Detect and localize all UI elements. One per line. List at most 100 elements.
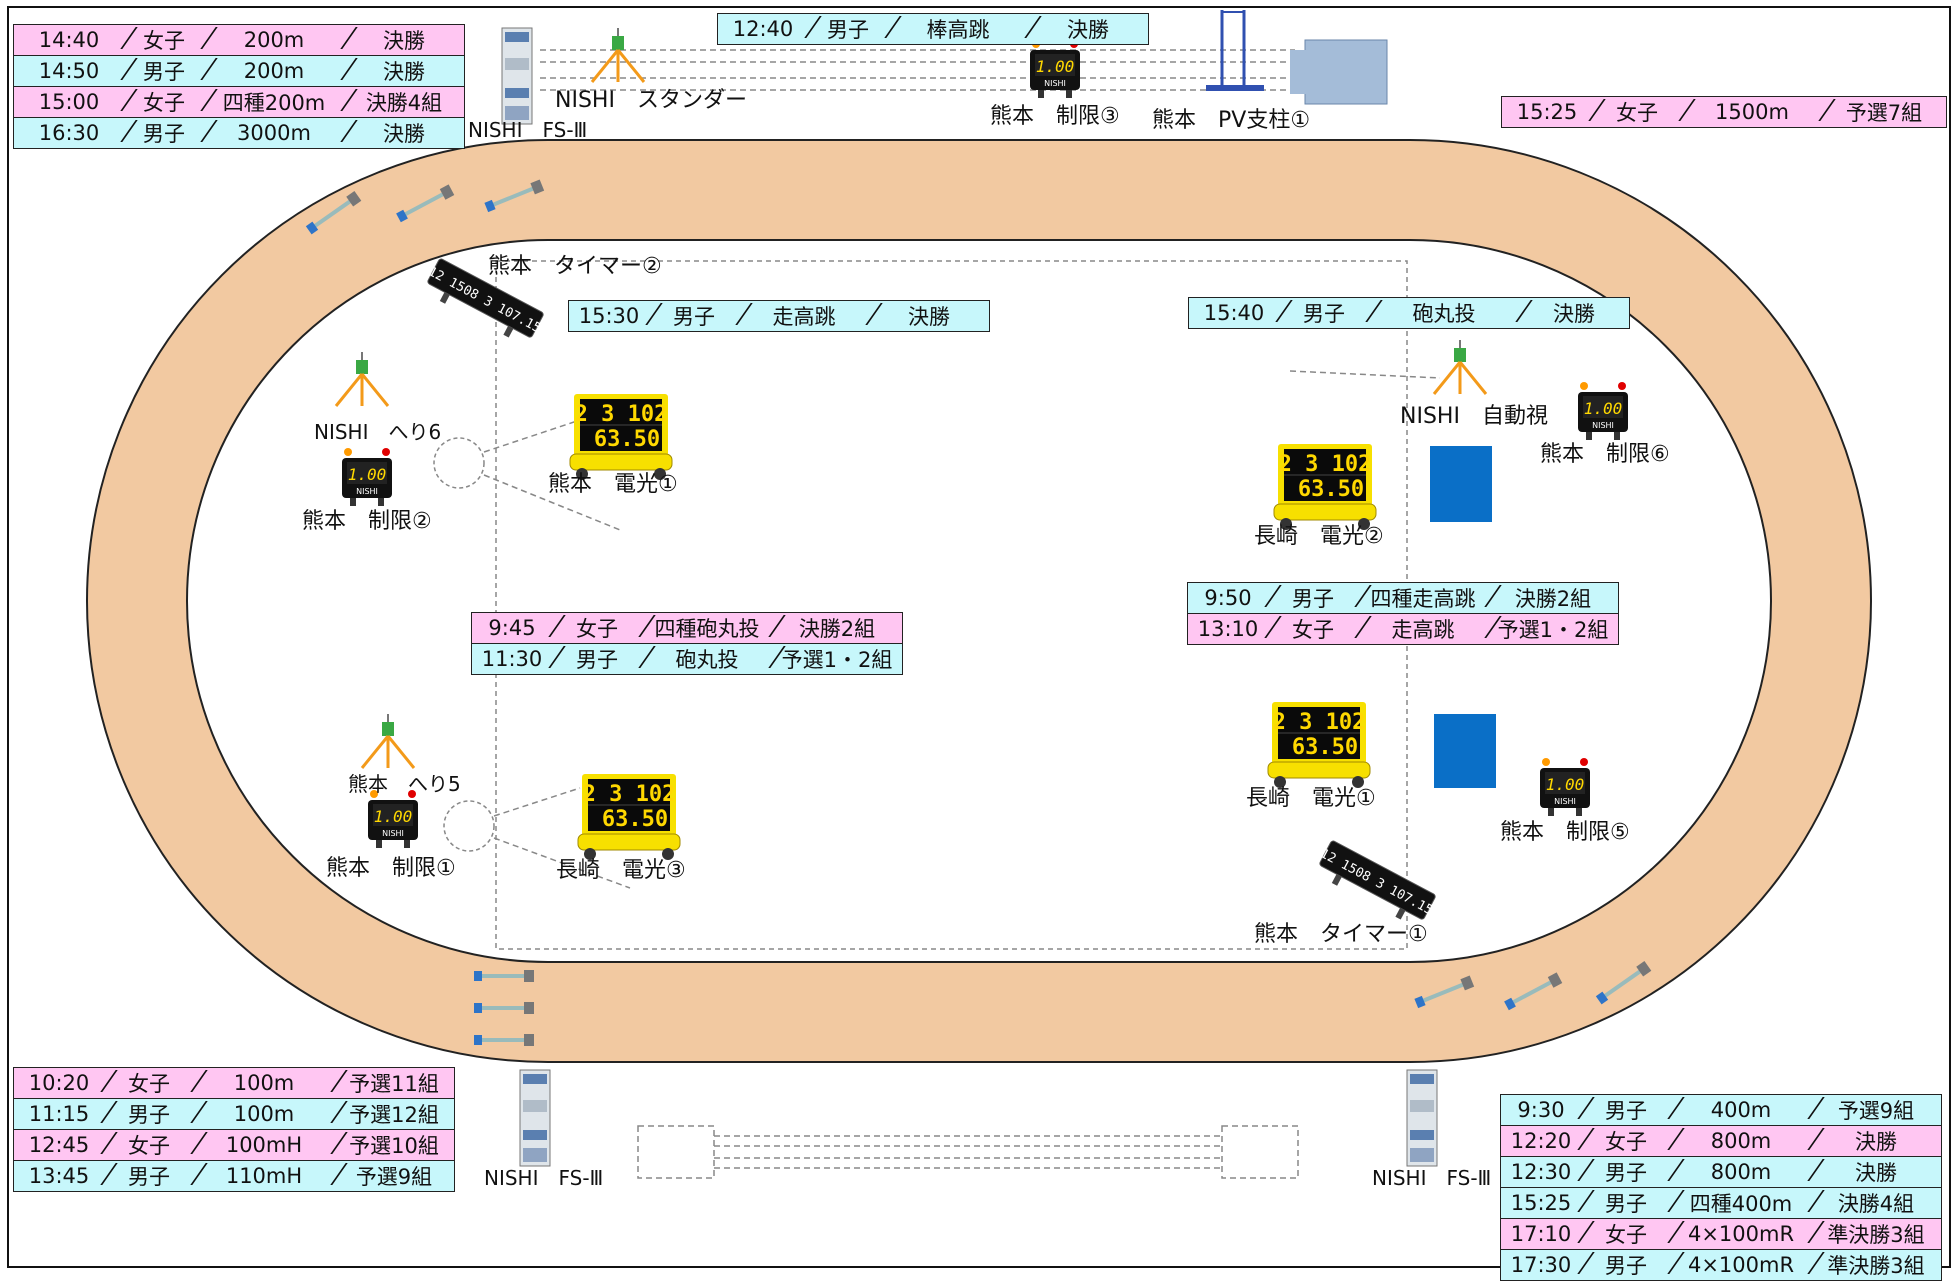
schedule-time: 12:40	[718, 14, 808, 44]
schedule-round: 予選11組	[349, 1072, 439, 1096]
schedule-gender: 女子	[1268, 614, 1358, 644]
landing-mat-icon	[1430, 446, 1492, 522]
schedule-round: 予選12組	[349, 1103, 439, 1127]
limit-display-icon: 1.00 NISHI	[1030, 40, 1080, 98]
schedule-time: 11:15	[14, 1099, 104, 1129]
label-nishi-stander: NISHI スタンダー	[555, 88, 747, 113]
throw-circle-lower	[443, 800, 495, 852]
schedule-round: 予選1・2組	[1497, 618, 1609, 642]
schedule-event: 200m	[204, 25, 344, 55]
scoreboard-line2: 63.50	[1298, 477, 1364, 502]
schedule-time: 12:30	[1501, 1157, 1581, 1187]
schedule-event: 100m	[194, 1068, 334, 1098]
fs3-camera-tower-icon	[519, 1069, 551, 1167]
limit-value: 1.00	[1584, 399, 1623, 418]
limit-value: 1.00	[1036, 57, 1075, 76]
schedule-time: 16:30	[14, 118, 124, 148]
schedule-event: 砲丸投	[1369, 298, 1519, 328]
pole-vault-pit	[1290, 39, 1388, 105]
schedule-time: 13:45	[14, 1161, 104, 1191]
schedule-round: 準決勝3組	[1827, 1223, 1925, 1247]
schedule-event: 100m	[194, 1099, 334, 1129]
diagram-frame	[7, 6, 1951, 1268]
schedule-round: 決勝	[383, 60, 425, 84]
schedule-time: 12:20	[1501, 1126, 1581, 1156]
schedule-time: 14:50	[14, 56, 124, 86]
label-kumamoto-limit6: 熊本 制限⑥	[1540, 442, 1670, 467]
schedule-event: 四種走高跳	[1358, 583, 1488, 613]
limit-display-icon: 1.00 NISHI	[1578, 382, 1628, 440]
schedule-event: 4×100mR	[1671, 1219, 1811, 1249]
schedule-gender: 男子	[1581, 1095, 1671, 1125]
schedule-gender: 女子	[124, 87, 204, 117]
scoreboard-icon: 2 3 102 63.50	[569, 393, 673, 481]
schedule-gender: 男子	[1268, 583, 1358, 613]
limit-brand: NISHI	[1044, 79, 1066, 88]
scoreboard-line2: 63.50	[1292, 735, 1358, 760]
schedule-event: 四種200m	[204, 87, 344, 117]
schedule-round: 決勝	[1067, 18, 1109, 42]
label-kumamoto-denko1: 熊本 電光①	[548, 472, 678, 497]
label-kumamoto-timer2: 熊本 タイマー②	[488, 254, 662, 279]
label-kumamoto-limit1: 熊本 制限①	[326, 856, 456, 881]
schedule-time: 17:10	[1501, 1219, 1581, 1249]
schedule-event: 砲丸投	[642, 644, 772, 674]
schedule-round: 決勝4組	[1837, 1192, 1915, 1216]
schedule-gender: 女子	[104, 1130, 194, 1160]
fs3-camera-tower-icon	[501, 27, 533, 125]
schedule-event: 800m	[1671, 1157, 1811, 1187]
limit-display-icon: 1.00 NISHI	[1540, 758, 1590, 816]
schedule-round: 決勝4組	[365, 91, 443, 115]
schedule-gender: 女子	[1592, 97, 1682, 127]
label-kumamoto-pv1: 熊本 PV支柱①	[1152, 108, 1311, 133]
limit-value: 1.00	[1546, 775, 1585, 794]
schedule-time: 14:40	[14, 25, 124, 55]
schedule-time: 15:00	[14, 87, 124, 117]
schedule-gender: 男子	[808, 14, 888, 44]
schedule-round: 決勝	[383, 122, 425, 146]
label-nishi-fs3-bottom-left: NISHI FS-Ⅲ	[484, 1166, 604, 1190]
fs3-camera-tower-icon	[1406, 1069, 1438, 1167]
scoreboard-line1: 2 3 102	[583, 782, 676, 807]
label-nishi-fs3-top: NISHI FS-Ⅲ	[468, 118, 588, 142]
schedule-round: 決勝	[1855, 1130, 1897, 1154]
schedule-round: 予選9組	[355, 1165, 433, 1189]
schedule-round: 予選10組	[349, 1134, 439, 1158]
label-kumamoto-limit3: 熊本 制限③	[990, 104, 1120, 129]
label-kumamoto-limit5: 熊本 制限⑤	[1500, 820, 1630, 845]
schedule-gender: 女子	[552, 613, 642, 643]
schedule-time: 12:45	[14, 1130, 104, 1160]
landing-mat-icon	[1434, 714, 1496, 788]
schedule-time: 9:50	[1188, 583, 1268, 613]
schedule-gender: 女子	[104, 1068, 194, 1098]
schedule-round: 予選1・2組	[781, 648, 893, 672]
schedule-time: 13:10	[1188, 614, 1268, 644]
label-kumamoto-timer1: 熊本 タイマー①	[1254, 922, 1428, 947]
limit-value: 1.00	[374, 807, 413, 826]
label-kumamoto-heri5: 熊本 へり5	[348, 772, 461, 796]
schedule-event: 走高跳	[739, 301, 869, 331]
schedule-time: 9:30	[1501, 1095, 1581, 1125]
schedule-event: 棒高跳	[888, 14, 1028, 44]
schedule-event: 四種砲丸投	[642, 613, 772, 643]
scoreboard-line2: 63.50	[594, 427, 660, 452]
